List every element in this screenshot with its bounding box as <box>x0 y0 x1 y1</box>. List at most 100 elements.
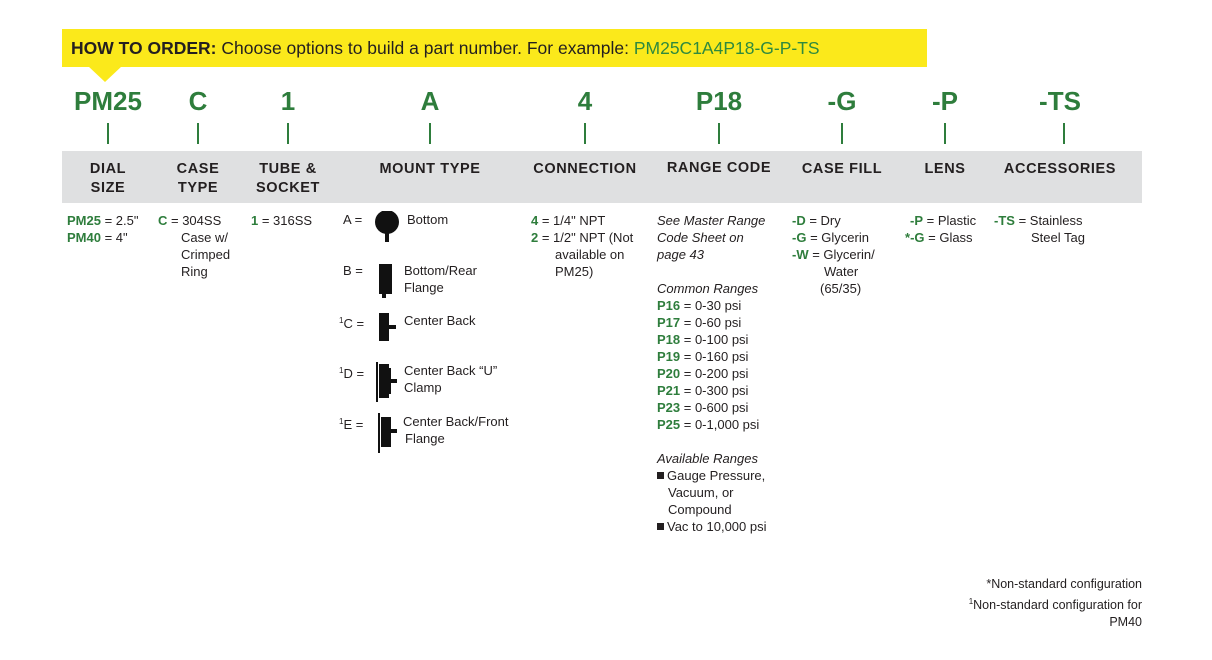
option-code: -G <box>910 230 925 245</box>
banner-text: Choose options to build a part number. F… <box>216 38 634 58</box>
mount-letter: 1C = <box>339 312 364 332</box>
mount-option-e: 1E = Center Back/Front Flange <box>339 413 523 455</box>
bottom-mount-icon <box>373 210 403 249</box>
option-code: -TS <box>994 213 1015 228</box>
mount-desc-line: Flange <box>404 280 444 295</box>
code-range: P18 <box>695 86 743 116</box>
option-code: P20 <box>657 366 681 381</box>
option-text: Case w/ <box>181 230 228 245</box>
option-text: = 0-160 psi <box>680 349 749 364</box>
header-line: TUBE & <box>259 161 317 177</box>
bullet-text: Vacuum, or <box>668 485 734 500</box>
case-type-options: C = 304SS Case w/ Crimped Ring <box>158 212 230 280</box>
list-item: PM25 = 2.5" <box>67 212 138 229</box>
list-item: 4 = 1/4" NPT <box>531 212 633 229</box>
connector-line <box>287 123 289 144</box>
option-text: = 0-200 psi <box>680 366 749 381</box>
connector-line <box>841 123 843 144</box>
list-item: *-G = Glass <box>905 229 976 246</box>
list-item: P25 = 0-1,000 psi <box>657 416 767 433</box>
mount-desc-line: Flange <box>405 431 445 446</box>
mount-option-d: 1D = Center Back “U” Clamp <box>339 362 513 402</box>
option-text: (65/35) <box>820 281 862 296</box>
option-text: = 316SS <box>258 213 313 228</box>
header-mount-type: MOUNT TYPE <box>379 161 481 177</box>
option-text: = Glass <box>924 230 973 245</box>
option-code: -P <box>910 213 923 228</box>
header-lens: LENS <box>924 161 966 177</box>
center-back-icon <box>373 312 399 346</box>
footnote-nonstandard-pm40: 1Non-standard configuration for <box>969 593 1142 614</box>
option-text: = 4" <box>100 230 128 245</box>
option-text: = 2.5" <box>100 213 139 228</box>
range-note: Code Sheet on <box>657 230 744 245</box>
header-line: SOCKET <box>255 180 321 196</box>
connector-line <box>1063 123 1065 144</box>
range-code-options: See Master Range Code Sheet on page 43 C… <box>657 212 767 535</box>
header-tube-socket: TUBE & SOCKET <box>256 160 320 198</box>
bullet-text: Gauge Pressure, <box>667 468 766 483</box>
header-accessories: ACCESSORIES <box>1003 161 1117 177</box>
list-item: P18 = 0-100 psi <box>657 331 767 348</box>
option-text: Water <box>824 264 859 279</box>
option-text: Ring <box>181 264 208 279</box>
option-text: Steel Tag <box>1031 230 1085 245</box>
header-line: TYPE <box>177 180 219 196</box>
mount-desc: Center Back/Front Flange <box>403 413 509 447</box>
mount-letter: B = <box>343 263 363 278</box>
option-code: 2 <box>531 230 539 245</box>
option-text: = Stainless <box>1014 213 1083 228</box>
option-text: = 1/2" NPT (Not <box>538 230 634 245</box>
list-item: P17 = 0-60 psi <box>657 314 767 331</box>
list-item: P21 = 0-300 psi <box>657 382 767 399</box>
option-code: -D <box>792 213 806 228</box>
list-item: P19 = 0-160 psi <box>657 348 767 365</box>
mount-option-c: 1C = Center Back <box>339 312 513 342</box>
center-back-u-clamp-icon <box>373 362 401 406</box>
list-item: P20 = 0-200 psi <box>657 365 767 382</box>
range-note: page 43 <box>657 247 704 262</box>
option-code: -G <box>792 230 807 245</box>
option-text: = 0-100 psi <box>680 332 749 347</box>
option-code: -W <box>792 247 809 262</box>
connector-line <box>107 123 109 144</box>
option-text: = Glycerin/ <box>808 247 875 262</box>
option-text: = 304SS <box>167 213 222 228</box>
common-ranges-title: Common Ranges <box>657 281 759 296</box>
bullet-text: Vac to 10,000 psi <box>667 519 767 534</box>
mount-desc: Bottom <box>407 212 449 227</box>
mount-letter-text: E = <box>343 417 364 432</box>
code-lens: -P <box>932 86 958 116</box>
option-text: Crimped <box>181 247 231 262</box>
mount-letter: A = <box>343 212 363 227</box>
header-line: SIZE <box>90 180 126 196</box>
banner-label: HOW TO ORDER: <box>71 38 217 58</box>
option-code: C <box>158 213 168 228</box>
option-code: P23 <box>657 400 681 415</box>
option-code: 4 <box>531 213 539 228</box>
list-item: P16 = 0-30 psi <box>657 297 767 314</box>
option-code: P21 <box>657 383 681 398</box>
option-text: = 0-300 psi <box>680 383 749 398</box>
header-line: CASE <box>176 161 220 177</box>
bullet-square-icon <box>657 523 664 530</box>
option-code: P17 <box>657 315 681 330</box>
connection-options: 4 = 1/4" NPT 2 = 1/2" NPT (Not available… <box>531 212 633 280</box>
code-connection: 4 <box>577 86 593 116</box>
mount-desc-line: Bottom/Rear <box>404 263 477 278</box>
connector-line <box>197 123 199 144</box>
bullet-text: Compound <box>668 502 732 517</box>
mount-desc: Center Back “U” Clamp <box>404 362 497 396</box>
list-item: -D = Dry <box>792 212 875 229</box>
list-item: Vac to 10,000 psi <box>657 518 767 535</box>
header-bar <box>62 151 1142 203</box>
how-to-order-banner: HOW TO ORDER: Choose options to build a … <box>62 29 927 67</box>
option-text: = Plastic <box>923 213 977 228</box>
mount-desc-line: Center Back “U” <box>404 363 498 378</box>
tube-socket-options: 1 = 316SS <box>251 212 312 229</box>
connector-line <box>944 123 946 144</box>
header-line: DIAL <box>89 161 127 177</box>
option-text: = Glycerin <box>806 230 869 245</box>
footnotes: *Non-standard configuration 1Non-standar… <box>969 576 1142 631</box>
mount-option-a: A = Bottom <box>343 210 513 245</box>
